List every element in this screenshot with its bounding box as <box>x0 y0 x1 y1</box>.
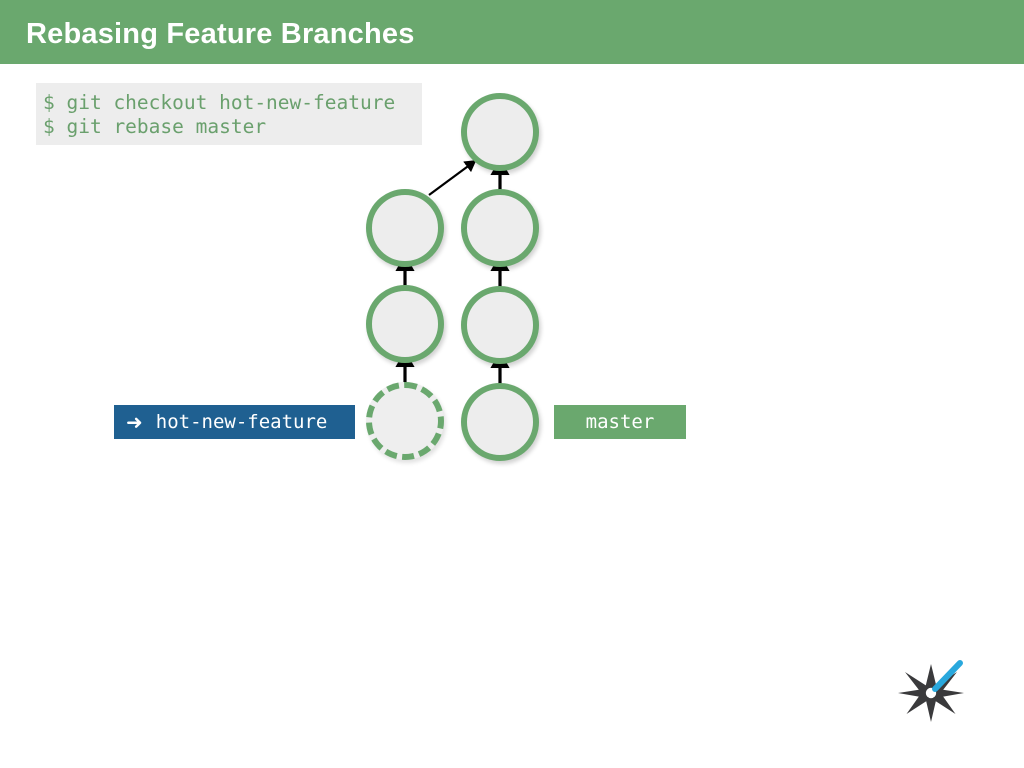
commit-node-master-c2[interactable] <box>461 286 539 364</box>
commit-node-feature-base-dashed[interactable] <box>366 382 444 460</box>
commit-node-feature-c3[interactable] <box>366 189 444 267</box>
commit-node-master-c4[interactable] <box>461 93 539 171</box>
commit-node-feature-c2[interactable] <box>366 285 444 363</box>
head-arrow-icon: ➜ <box>126 410 143 434</box>
code-block: $ git checkout hot-new-feature $ git reb… <box>36 83 422 145</box>
arrow-feature-c3-to-master-c4 <box>428 160 477 196</box>
branch-label-hot-new-feature[interactable]: ➜ hot-new-feature <box>114 405 355 439</box>
code-line-1: $ git checkout hot-new-feature <box>43 91 396 114</box>
code-line-2: $ git rebase master <box>43 115 267 138</box>
branch-label-master[interactable]: master <box>554 405 686 439</box>
commit-node-master-c1[interactable] <box>461 383 539 461</box>
logo-accent-stroke <box>932 660 963 692</box>
header-bar <box>0 0 1024 64</box>
branch-label-master-text: master <box>585 411 655 433</box>
commit-node-master-c3[interactable] <box>461 189 539 267</box>
page-title: Rebasing Feature Branches <box>26 18 415 50</box>
starburst-logo <box>898 654 968 724</box>
branch-label-hot-new-feature-text: hot-new-feature <box>155 411 328 433</box>
